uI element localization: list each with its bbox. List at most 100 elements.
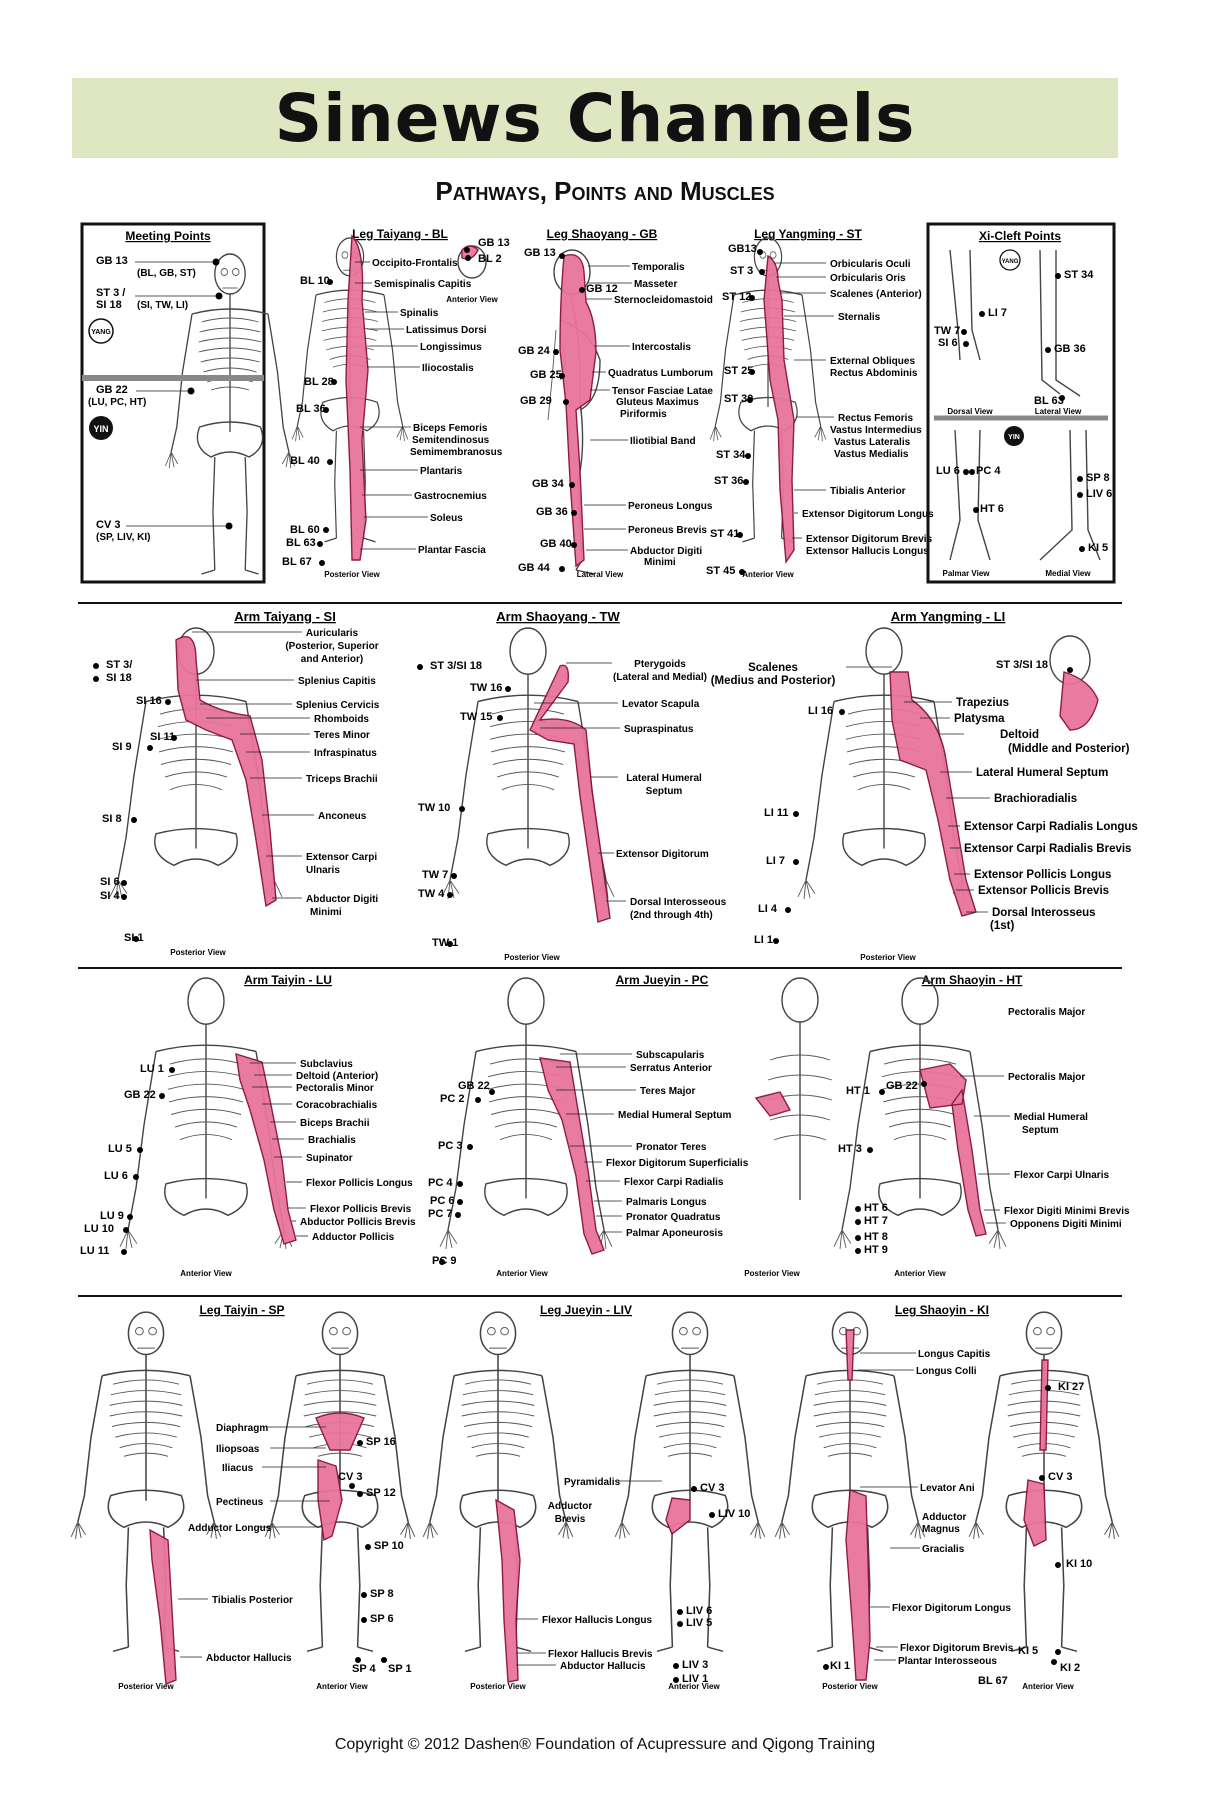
liv-points-dot	[677, 1609, 683, 1615]
st-muscles-label: Rectus Abdominis	[830, 368, 918, 379]
xi-cleft-limbs	[949, 249, 1101, 561]
li-muscles-label: Trapezius	[956, 697, 1009, 709]
leg-yangming-title: Leg Yangming - ST	[754, 227, 862, 241]
sp-points-label: SP 1	[388, 1663, 412, 1675]
tw-muscles-label: Supraspinatus	[624, 724, 694, 735]
ki-points-dot	[1055, 1562, 1061, 1568]
st-muscles-label: Extensor Digitorum Longus	[802, 509, 934, 520]
li-points-label: LI 16	[808, 705, 833, 717]
xi-points-label: PC 4	[976, 465, 1001, 477]
meeting-gb13-sub: (BL, GB, ST)	[137, 268, 196, 279]
pc-points-dot	[439, 1259, 445, 1265]
xi-points-label: TW 7	[934, 325, 960, 337]
liv-points-dot	[691, 1486, 697, 1492]
sp-points-dot	[361, 1592, 367, 1598]
li-muscles-label: (Middle and Posterior)	[1008, 743, 1130, 755]
si-points-dot	[147, 745, 153, 751]
si-muscles-label: Ulnaris	[306, 865, 340, 876]
liv-points-label: LIV 3	[682, 1659, 708, 1671]
si-points-dot	[93, 663, 99, 669]
gb-points-label: GB 12	[586, 283, 618, 295]
meeting-points-title: Meeting Points	[125, 229, 211, 243]
st-points-label: ST 34	[716, 449, 746, 461]
sp-points-dot	[355, 1657, 361, 1663]
sp-points-label: SP 6	[370, 1613, 394, 1625]
tw-points-label: TW 10	[418, 802, 450, 814]
bl-muscles-label: Iliocostalis	[422, 363, 474, 374]
meeting-gb13: GB 13	[96, 255, 128, 267]
gb-points-dot	[559, 566, 565, 572]
si-points-label: SI 4	[100, 890, 120, 902]
svg-text:Posterior View: Posterior View	[822, 1682, 878, 1691]
bl-points-label: BL 60	[290, 524, 320, 536]
gb-points-dot	[559, 373, 565, 379]
gb-points-label: GB 25	[530, 369, 562, 381]
svg-text:Anterior View: Anterior View	[668, 1682, 720, 1691]
lu-muscles-label: Supinator	[306, 1153, 353, 1164]
ki-points-label: BL 67	[978, 1675, 1008, 1687]
bl-muscles-label: Plantar Fascia	[418, 545, 486, 556]
leg-shaoyin-anterior-muscle	[1023, 1359, 1049, 1547]
si-muscles-label: Minimi	[310, 907, 342, 918]
si-muscles-label: Splenius Cervicis	[296, 700, 380, 711]
bl-points-label: BL 2	[478, 253, 502, 265]
ht-muscles-label: Septum	[1022, 1125, 1059, 1136]
xi-points-dot	[1059, 395, 1065, 401]
xi-points-label: GB 36	[1054, 343, 1086, 355]
li-points-label: LI 4	[758, 903, 778, 915]
svg-text:Dorsal View: Dorsal View	[947, 407, 993, 416]
sp-points-label: SP 16	[366, 1436, 396, 1448]
bl-muscles-label: Gastrocnemius	[414, 491, 487, 502]
pc-muscles-label: Flexor Carpi Radialis	[624, 1177, 724, 1188]
ki-points-label: CV 3	[1048, 1471, 1072, 1483]
bl-points-dot	[331, 379, 337, 385]
meeting-si18: SI 18	[96, 299, 122, 311]
ht-muscles-label: Opponens Digiti Minimi	[1010, 1219, 1122, 1230]
ki-muscles-label: Plantar Interosseous	[898, 1656, 997, 1667]
si-muscles-label: Extensor Carpi	[306, 852, 377, 863]
tw-points-label: TW 16	[470, 682, 502, 694]
lu-points-label: LU 9	[100, 1210, 124, 1222]
copyright: Copyright © 2012 Dashen® Foundation of A…	[334, 1736, 876, 1753]
bl-muscles-label: Occipito-Frontalis	[372, 258, 458, 269]
tw-muscles-label: Septum	[646, 786, 683, 797]
li-points-dot	[839, 709, 845, 715]
gb-points-label: GB 34	[532, 478, 565, 490]
ki-points-label: KI 5	[1018, 1645, 1038, 1657]
ki-points-label: KI 27	[1058, 1381, 1084, 1393]
svg-text:Posterior View: Posterior View	[324, 570, 380, 579]
meeting-gb22: GB 22	[96, 384, 128, 396]
li-points-dot	[1067, 667, 1073, 673]
si-muscles-label: Infraspinatus	[314, 748, 377, 759]
arm-taiyin-muscle	[235, 1053, 297, 1245]
si-muscles-label: and Anterior)	[301, 654, 363, 665]
lu-muscles-label: Deltoid (Anterior)	[296, 1071, 378, 1082]
meeting-cv3-sub: (SP, LIV, KI)	[96, 532, 150, 543]
sp-points-dot	[357, 1491, 363, 1497]
li-points-dot	[773, 938, 779, 944]
ht-points-label: HT 7	[864, 1215, 888, 1227]
pc-points-label: PC 6	[430, 1195, 454, 1207]
lu-points-label: LU 5	[108, 1143, 132, 1155]
lu-points-label: LU 11	[80, 1245, 109, 1257]
tw-points-dot	[459, 806, 465, 812]
pc-muscles-label: Subscapularis	[636, 1050, 705, 1061]
bl-points-label: GB 13	[478, 237, 510, 249]
pc-points-dot	[475, 1097, 481, 1103]
li-points-label: ST 3/SI 18	[996, 659, 1048, 671]
sp-muscles-label: Iliopsoas	[216, 1444, 260, 1455]
tw-points-dot	[451, 873, 457, 879]
meeting-gb13-dot	[212, 258, 220, 266]
sp-muscles-label: Abductor Hallucis	[206, 1653, 292, 1664]
leg-shaoyang-title: Leg Shaoyang - GB	[547, 227, 658, 241]
bl-muscles-label: Biceps Femoris	[413, 423, 488, 434]
tw-muscles-label: Lateral Humeral	[626, 773, 702, 784]
st-points-label: GB13	[728, 243, 757, 255]
ki-points-dot	[1045, 1385, 1051, 1391]
gb-points-label: GB 24	[518, 345, 551, 357]
leg-jueyin-posterior-muscle	[495, 1498, 521, 1683]
li-muscles-label: Extensor Pollicis Longus	[974, 869, 1111, 881]
leg-taiyin-posterior-skeleton	[70, 1311, 222, 1653]
xi-points-label: ST 34	[1064, 269, 1094, 281]
si-muscles-label: Anconeus	[318, 811, 367, 822]
